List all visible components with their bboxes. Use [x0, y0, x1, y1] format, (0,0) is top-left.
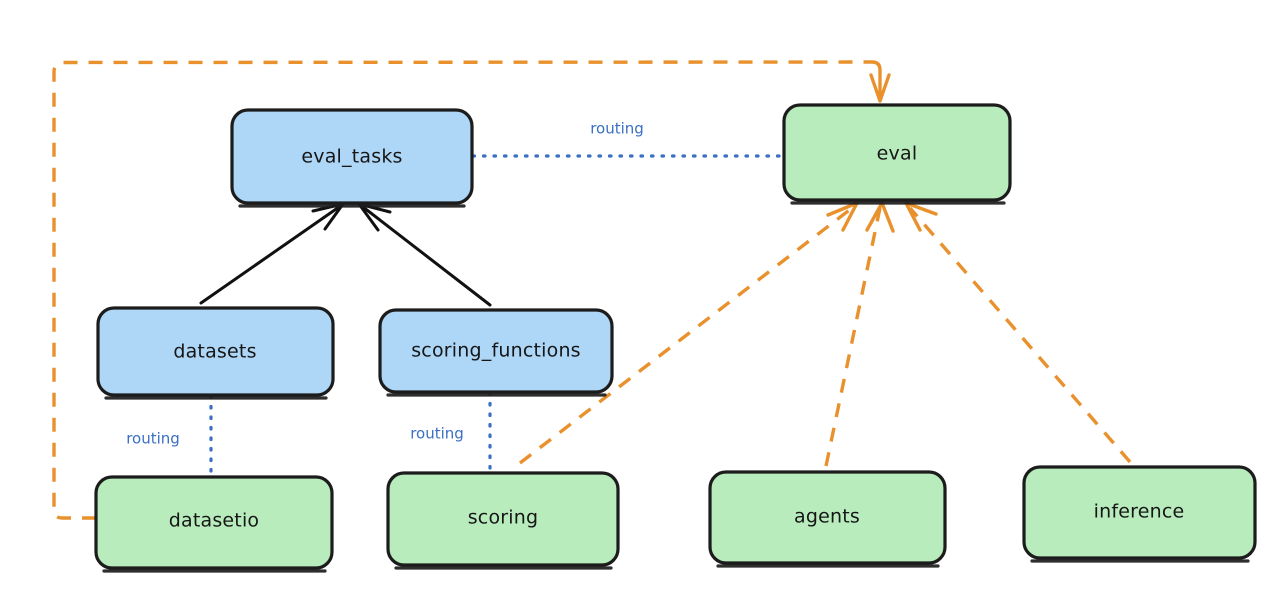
node-scoring_functions-label: scoring_functions [411, 340, 581, 362]
edge-scoring_functions-to-eval_tasks-line [361, 205, 492, 307]
edge-scoring-to-eval-line [518, 206, 854, 465]
node-eval-label: eval [877, 143, 918, 165]
edge-inference-to-eval-arrowhead [904, 201, 938, 232]
node-datasets[interactable]: datasets [96, 306, 335, 400]
node-eval_tasks[interactable]: eval_tasks [230, 108, 474, 208]
node-scoring-label: scoring [468, 507, 539, 529]
edge-label-routing-datasets: routing [126, 430, 180, 448]
node-datasets-label: datasets [173, 341, 256, 363]
node-inference-box[interactable] [1022, 465, 1257, 560]
node-inference[interactable]: inference [1022, 465, 1257, 563]
edge-agents-to-eval-arrowhead [865, 201, 895, 233]
edge-label-routing-scoring: routing [410, 425, 464, 443]
node-scoring_functions[interactable]: scoring_functions [378, 308, 614, 397]
node-datasetio[interactable]: datasetio [94, 475, 334, 573]
edge-datasetio-to-eval-line [52, 60, 873, 520]
node-datasetio-box[interactable] [94, 475, 334, 570]
edge-inference-to-eval-line [908, 206, 1132, 464]
node-agents[interactable]: agents [708, 470, 947, 568]
edge-datasets-to-eval_tasks [199, 202, 345, 305]
node-datasets-box[interactable] [96, 306, 335, 397]
node-eval_tasks-box[interactable] [230, 108, 474, 205]
node-scoring[interactable]: scoring [386, 471, 620, 570]
edge-agents-to-eval-line [824, 207, 882, 467]
node-eval-box[interactable] [782, 103, 1012, 202]
node-inference-label: inference [1094, 501, 1185, 523]
node-scoring-box[interactable] [386, 471, 620, 567]
node-eval[interactable]: eval [782, 103, 1012, 205]
edge-datasetio-to-eval-elbow [871, 60, 882, 98]
edge-datasetio-to-eval-arrowhead [869, 73, 891, 103]
node-datasetio-label: datasetio [169, 510, 260, 532]
edge-agents-to-eval [824, 201, 895, 467]
node-agents-label: agents [794, 506, 860, 528]
node-scoring_functions-box[interactable] [378, 308, 614, 394]
edge-inference-to-eval [904, 201, 1132, 464]
edge-datasets-to-eval_tasks-line [199, 205, 341, 305]
node-eval_tasks-label: eval_tasks [301, 146, 402, 168]
edge-datasets-to-eval_tasks-arrowhead [311, 202, 345, 231]
edge-datasetio-to-eval [52, 60, 891, 520]
edge-scoring_functions-to-eval_tasks [357, 202, 492, 307]
edge-label-routing-eval: routing [590, 120, 644, 138]
node-agents-box[interactable] [708, 470, 947, 565]
